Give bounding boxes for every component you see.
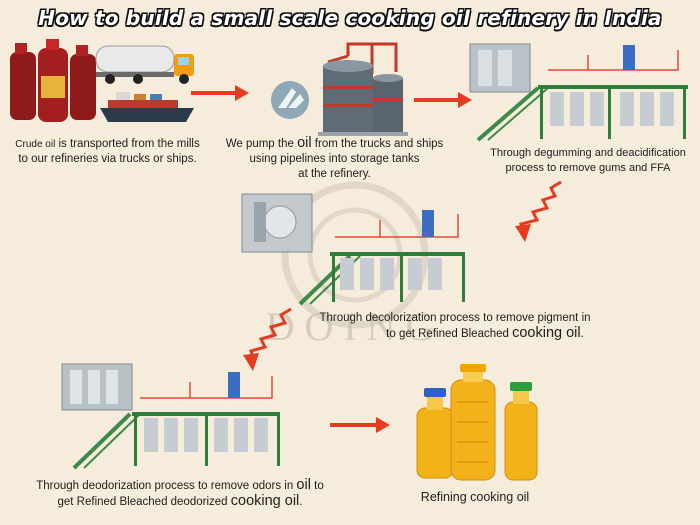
result-illustration xyxy=(405,362,545,482)
decolorization-illustration xyxy=(240,192,470,307)
watermark: DOING xyxy=(250,175,460,365)
refinery-plant-icon xyxy=(241,193,465,306)
refinery-plant-icon xyxy=(469,43,688,142)
result-caption: Refining cooking oil xyxy=(420,490,530,504)
page-title: How to build a small scale cooking oil r… xyxy=(38,6,662,30)
storage-illustration xyxy=(268,42,418,140)
arrow-3 xyxy=(330,415,392,440)
zigzag-arrow-2 xyxy=(225,305,295,382)
tanker-truck-icon xyxy=(95,45,194,84)
zigzag-arrow-1 xyxy=(485,178,565,253)
oil-bottles-icon xyxy=(10,39,96,122)
transport-illustration xyxy=(8,38,198,128)
arrow-1 xyxy=(191,83,251,108)
deodorization-illustration xyxy=(60,362,285,472)
storage-tanks-icon xyxy=(318,42,408,136)
watermark-text: DOING xyxy=(265,304,445,349)
storage-caption: We pump the oil from the trucks and ship… xyxy=(225,135,444,181)
cooking-oil-bottles-icon xyxy=(416,364,538,481)
degumming-illustration xyxy=(468,40,693,145)
deodorization-caption: Through deodorization process to remove … xyxy=(36,477,324,509)
transport-caption: Crude oil is transported from the mills … xyxy=(15,138,200,165)
refinery-plant-icon xyxy=(61,363,280,470)
decolorization-caption: Through decolorization process to remove… xyxy=(319,312,591,341)
crude-oil-label: Crude oil xyxy=(15,139,56,150)
degumming-caption: Through degumming and deacidification pr… xyxy=(490,147,686,174)
arrow-2 xyxy=(414,90,474,115)
logo-badge-icon xyxy=(271,81,309,119)
cargo-ship-icon xyxy=(100,92,194,122)
